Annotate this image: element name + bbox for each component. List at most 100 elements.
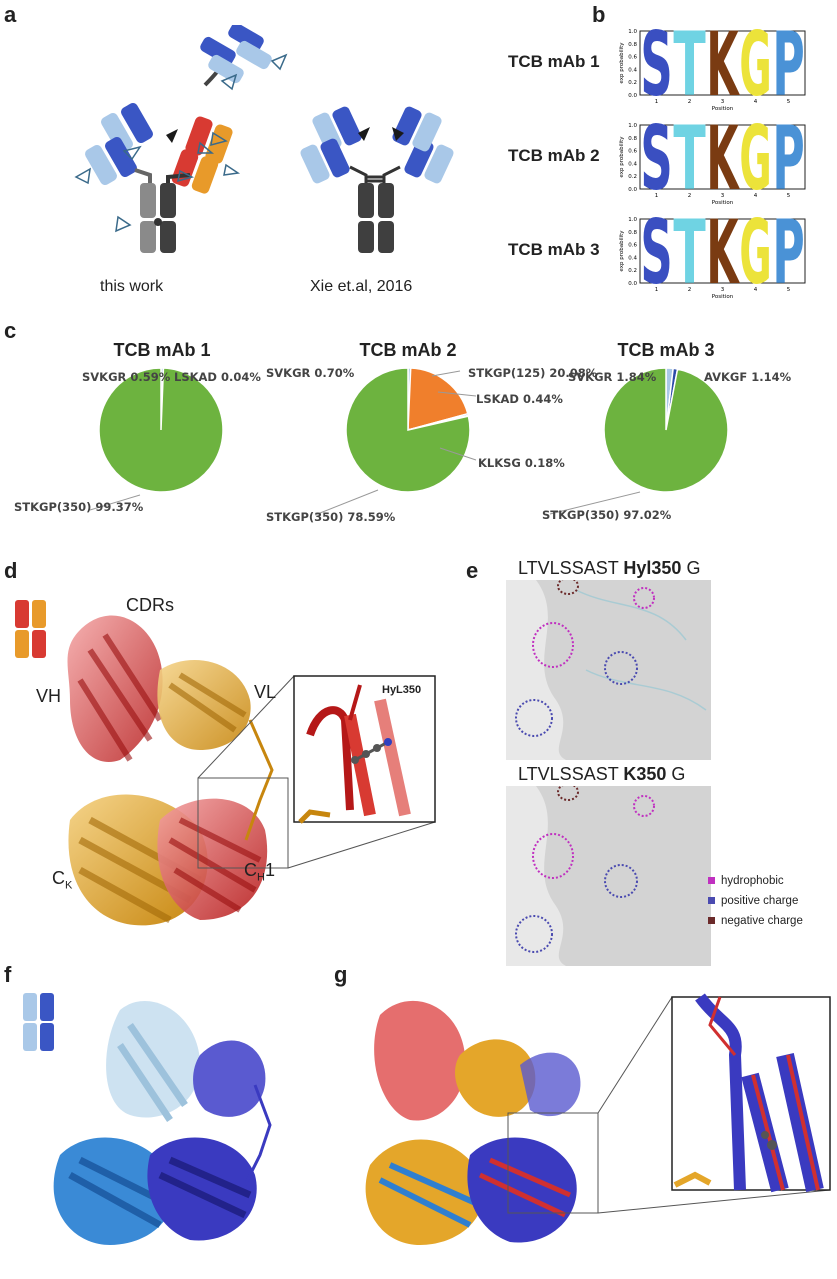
inset-label-hyl350: HyL350 <box>382 684 422 696</box>
logo-ylabel: exp probability <box>619 42 625 84</box>
label-ch1: CH1 <box>244 860 275 884</box>
logo-frame <box>639 124 806 190</box>
logo-xtick: 5 <box>787 99 791 105</box>
logo-xlabel: Position <box>712 200 734 206</box>
antibody-schematic <box>74 25 454 253</box>
this-work-antibody <box>74 25 288 253</box>
logo-ytick: 0.0 <box>628 93 637 99</box>
pie-label: STKGP(125) 20.08% <box>468 366 598 380</box>
logo-xtick: 4 <box>754 99 758 105</box>
pie-slice-stkgp-350- <box>603 367 729 493</box>
logo-xtick: 5 <box>787 287 791 293</box>
logo-frame <box>639 218 806 284</box>
caption-xie: Xie et.al, 2016 <box>310 278 413 295</box>
pie-leader-line <box>439 447 477 461</box>
logo-row-label: TCB mAb 2 <box>508 146 600 165</box>
logo-ytick: 0.0 <box>628 281 637 287</box>
logo-ytick: 0.6 <box>628 149 637 155</box>
logo-ylabel: exp probability <box>619 136 625 178</box>
seq-bottom: LTVLSSAST K350 G <box>518 764 686 784</box>
logo-frame <box>639 30 806 96</box>
logo-xtick: 5 <box>787 193 791 199</box>
logo-ytick: 1.0 <box>628 123 637 129</box>
legend-label: negative charge <box>721 915 803 927</box>
pie-title: TCB mAb 1 <box>113 340 211 360</box>
logo-ytick: 0.6 <box>628 55 637 61</box>
logo-ytick: 0.4 <box>628 161 637 167</box>
seq-top: LTVLSSAST Hyl350 G <box>518 558 701 578</box>
panel-label-e: e <box>466 558 479 583</box>
logo-xtick: 3 <box>721 99 725 105</box>
logo-ytick: 0.0 <box>628 187 637 193</box>
pie-label: SVKGR 1.84% <box>568 370 657 384</box>
pie-title: TCB mAb 2 <box>359 340 457 360</box>
logo-letter-G: G <box>739 28 771 116</box>
logo-ytick: 1.0 <box>628 217 637 223</box>
logo-ytick: 0.8 <box>628 230 637 236</box>
pie-label: SVKGR 0.59% <box>82 370 171 384</box>
lysine-ball-stick <box>351 738 392 764</box>
legend-item: hydrophobic <box>708 875 784 887</box>
fab-structure-g <box>365 993 831 1245</box>
panel-label-c: c <box>4 318 17 343</box>
logo-letter-P: P <box>772 28 804 116</box>
label-cdrs: CDRs <box>126 595 174 615</box>
logo-xlabel: Position <box>712 106 734 112</box>
pie-leader-line <box>314 489 379 516</box>
legend-item: positive charge <box>708 895 798 907</box>
logo-letter-P: P <box>772 216 804 304</box>
surface-top <box>506 580 711 760</box>
logo-xtick: 2 <box>688 99 692 105</box>
pie-label: LSKAD 0.04% <box>174 370 261 384</box>
fab-structure-d <box>15 600 436 926</box>
logo-letter-K: K <box>706 216 740 304</box>
pie-slice-stkgp-350- <box>345 367 471 493</box>
pie-title: TCB mAb 3 <box>617 340 715 360</box>
logo-ytick: 0.2 <box>628 174 637 180</box>
pie-label: STKGP(350) 78.59% <box>266 510 396 524</box>
panel-label-f: f <box>4 962 12 987</box>
pie-label: STKGP(350) 99.37% <box>14 500 144 514</box>
logo-xtick: 2 <box>688 287 692 293</box>
legend-swatch <box>708 877 715 885</box>
pie-leader-line <box>437 391 477 397</box>
xie-antibody <box>300 106 454 253</box>
logo-row-label: TCB mAb 3 <box>508 240 600 259</box>
panel-label-g: g <box>334 962 348 987</box>
logo-xtick: 3 <box>721 287 725 293</box>
legend-swatch <box>708 897 715 905</box>
logo-xtick: 3 <box>721 193 725 199</box>
label-vh: VH <box>36 686 62 706</box>
logo-xtick: 1 <box>655 193 659 199</box>
pie-leader-line <box>89 494 141 511</box>
legend-swatch <box>708 917 715 925</box>
logo-ytick: 1.0 <box>628 29 637 35</box>
logo-letter-T: T <box>673 28 705 116</box>
logo-xlabel: Position <box>712 294 734 300</box>
logo-letter-S: S <box>640 28 672 116</box>
logo-row-label: TCB mAb 1 <box>508 52 600 71</box>
logo-ytick: 0.8 <box>628 136 637 142</box>
legend-label: positive charge <box>721 895 799 907</box>
panel-label-b: b <box>592 2 606 27</box>
logo-ytick: 0.4 <box>628 67 637 73</box>
caption-this-work: this work <box>100 278 164 295</box>
logo-letter-T: T <box>673 216 705 304</box>
pie-label: SVKGR 0.70% <box>266 366 355 380</box>
logo-xtick: 4 <box>754 193 758 199</box>
surface-bottom <box>506 786 711 966</box>
logo-letter-S: S <box>640 122 672 210</box>
logo-xtick: 2 <box>688 193 692 199</box>
logo-letter-S: S <box>640 216 672 304</box>
legend-label: hydrophobic <box>721 875 784 887</box>
pie-label: AVKGF 1.14% <box>704 370 792 384</box>
pie-charts <box>89 367 729 516</box>
logo-letter-P: P <box>772 122 804 210</box>
logo-letter-T: T <box>673 122 705 210</box>
domain-icon-red-orange <box>15 600 46 658</box>
label-ck: CK <box>52 868 73 892</box>
pie-label: KLKSG 0.18% <box>478 456 565 470</box>
logo-letter-K: K <box>706 28 740 116</box>
logo-ylabel: exp probability <box>619 230 625 272</box>
